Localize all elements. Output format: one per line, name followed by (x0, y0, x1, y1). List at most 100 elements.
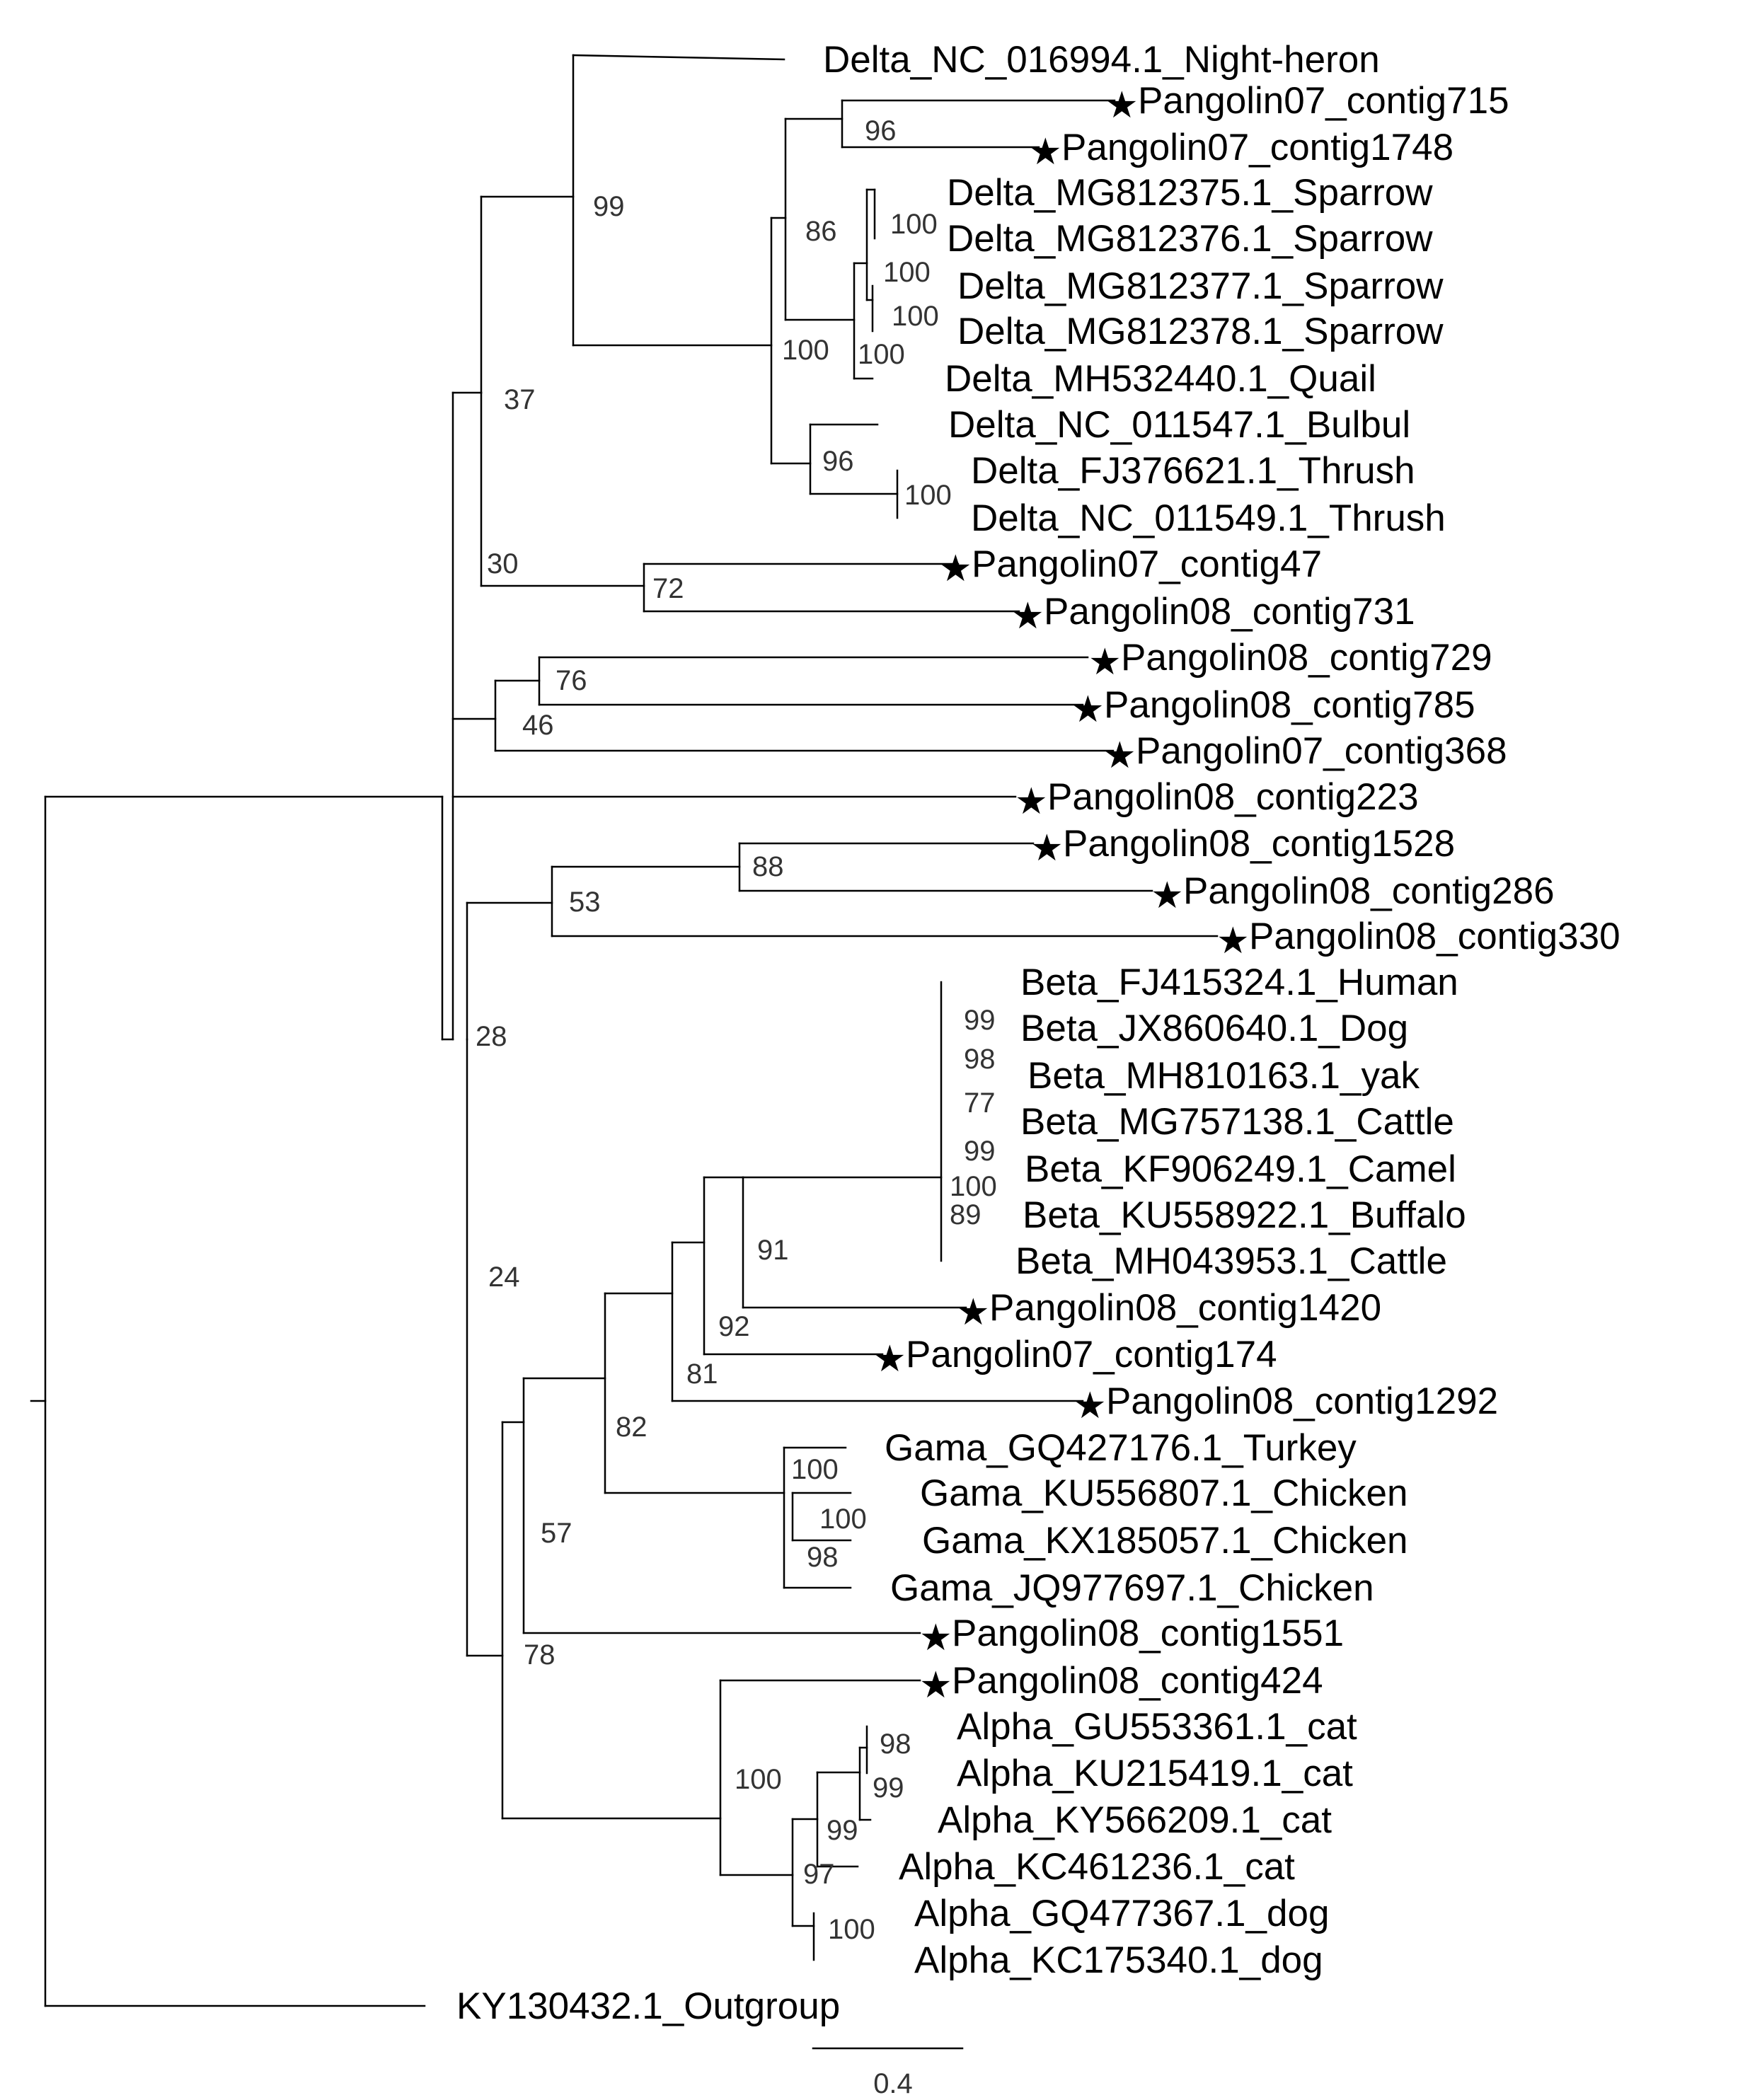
leaf-beta-buffalo: Beta_KU558922.1_Buffalo (1023, 1194, 1466, 1236)
star-icon: ★ (1105, 84, 1139, 127)
support-value: 98 (807, 1542, 839, 1573)
leaf-sparrow376: Delta_MG812376.1_Sparrow (947, 218, 1433, 260)
leaf-label: Pangolin08_contig1528 (1063, 823, 1455, 865)
leaf-bulbul: Delta_NC_011547.1_Bulbul (948, 404, 1410, 446)
leaf-label: Alpha_KC461236.1_cat (899, 1846, 1295, 1888)
support-value: 100 (904, 480, 952, 511)
leaf-label: Delta_NC_011547.1_Bulbul (948, 404, 1410, 446)
leaf-label: Beta_MH043953.1_Cattle (1015, 1240, 1447, 1282)
leaf-gama-jq: Gama_JQ977697.1_Chicken (890, 1567, 1374, 1609)
leaf-alpha-gq: Alpha_GQ477367.1_dog (914, 1893, 1329, 1934)
support-value: 99 (827, 1815, 858, 1846)
leaf-beta-human: Beta_FJ415324.1_Human (1020, 962, 1458, 1003)
support-value: 100 (791, 1454, 839, 1485)
leaf-label: Pangolin08_contig424 (952, 1660, 1323, 1702)
leaf-label: Delta_MG812377.1_Sparrow (957, 265, 1444, 307)
support-value: 96 (865, 115, 897, 146)
leaf-label: Alpha_KC175340.1_dog (914, 1939, 1323, 1981)
leaf-label: Pangolin08_contig1292 (1106, 1380, 1498, 1422)
leaf-label: Alpha_GU553361.1_cat (957, 1706, 1357, 1748)
support-value: 100 (890, 209, 938, 240)
leaf-alpha-ku: Alpha_KU215419.1_cat (957, 1753, 1353, 1794)
leaf-sparrow377: Delta_MG812377.1_Sparrow (957, 265, 1444, 307)
leaf-label: Pangolin07_contig368 (1136, 730, 1507, 772)
leaf-label: Pangolin08_contig731 (1044, 591, 1415, 633)
leaf-label: Beta_FJ415324.1_Human (1020, 962, 1458, 1003)
support-value: 82 (616, 1412, 647, 1443)
support-value: 91 (757, 1235, 789, 1266)
support-value: 78 (524, 1639, 555, 1671)
leaf-p08-729: ★Pangolin08_contig729 (1088, 637, 1492, 683)
support-value: 88 (752, 851, 784, 882)
support-value: 100 (892, 301, 939, 332)
leaf-label: Beta_MH810163.1_yak (1027, 1055, 1420, 1097)
leaf-label: Delta_FJ376621.1_Thrush (971, 450, 1415, 492)
leaf-p07-47: ★Pangolin07_contig47 (939, 543, 1322, 590)
star-icon: ★ (1216, 920, 1250, 962)
leaf-beta-cattle1: Beta_MG757138.1_Cattle (1020, 1101, 1454, 1143)
leaf-beta-dog: Beta_JX860640.1_Dog (1020, 1008, 1408, 1049)
support-value: 81 (686, 1358, 718, 1390)
leaf-label: Pangolin08_contig223 (1047, 776, 1419, 818)
leaf-alpha-kc: Alpha_KC461236.1_cat (899, 1846, 1295, 1888)
leaf-label: Delta_MG812378.1_Sparrow (957, 311, 1444, 352)
leaf-p07-368: ★Pangolin07_contig368 (1103, 730, 1507, 777)
star-icon: ★ (919, 1664, 952, 1707)
leaf-night-heron: Delta_NC_016994.1_Night-heron (823, 39, 1380, 81)
support-value: 97 (803, 1859, 835, 1890)
support-value: 100 (735, 1764, 782, 1795)
scale-bar-label: 0.4 (873, 2068, 913, 2099)
leaf-label: Beta_MG757138.1_Cattle (1020, 1101, 1454, 1143)
leaf-p07-715: ★Pangolin07_contig715 (1105, 80, 1509, 127)
branch-segment (572, 54, 785, 61)
star-icon: ★ (1151, 875, 1184, 917)
leaf-p08-785: ★Pangolin08_contig785 (1071, 684, 1475, 731)
support-value: 100 (950, 1171, 997, 1202)
support-value: 99 (873, 1772, 904, 1804)
star-icon: ★ (1088, 641, 1122, 683)
star-icon: ★ (957, 1291, 990, 1334)
support-value: 30 (487, 548, 519, 579)
leaf-label: Pangolin07_contig47 (972, 543, 1322, 585)
support-value: 86 (805, 216, 837, 247)
leaf-gama-kx: Gama_KX185057.1_Chicken (922, 1520, 1408, 1562)
leaf-label: Gama_GQ427176.1_Turkey (885, 1427, 1357, 1469)
support-value: 100 (782, 335, 829, 366)
support-value: 24 (488, 1262, 520, 1293)
support-value: 57 (541, 1518, 572, 1549)
support-value: 99 (964, 1136, 996, 1167)
star-icon: ★ (1029, 131, 1062, 173)
leaf-label: Alpha_KY566209.1_cat (938, 1799, 1332, 1841)
leaf-label: Delta_MH532440.1_Quail (945, 358, 1376, 400)
support-value: 99 (593, 191, 625, 222)
leaf-label: Beta_KF906249.1_Camel (1025, 1148, 1456, 1190)
leaf-label: Pangolin08_contig785 (1104, 684, 1475, 726)
support-value: 98 (964, 1044, 996, 1075)
leaf-label: Delta_MG812376.1_Sparrow (947, 218, 1433, 260)
leaf-p07-174: ★Pangolin07_contig174 (873, 1334, 1277, 1380)
leaf-label: Pangolin07_contig1748 (1061, 127, 1453, 168)
leaf-label: Alpha_KU215419.1_cat (957, 1753, 1353, 1794)
leaf-label: Gama_JQ977697.1_Chicken (890, 1567, 1374, 1609)
leaf-label: Pangolin08_contig1551 (952, 1612, 1344, 1654)
leaf-p08-223: ★Pangolin08_contig223 (1015, 776, 1419, 823)
leaf-p08-1292: ★Pangolin08_contig1292 (1073, 1380, 1498, 1427)
leaf-gama-turkey: Gama_GQ427176.1_Turkey (885, 1427, 1357, 1469)
leaf-label: Pangolin07_contig715 (1138, 80, 1509, 122)
support-value: 77 (964, 1088, 996, 1119)
leaf-label: Pangolin08_contig1420 (989, 1287, 1381, 1329)
support-value: 53 (569, 887, 601, 918)
leaf-label: KY130432.1_Outgroup (456, 1985, 840, 2027)
support-value: 72 (652, 573, 684, 604)
leaf-label: Gama_KX185057.1_Chicken (922, 1520, 1408, 1562)
leaf-p08-1528: ★Pangolin08_contig1528 (1030, 823, 1455, 870)
leaf-gama-ku: Gama_KU556807.1_Chicken (920, 1472, 1408, 1514)
leaf-sparrow378: Delta_MG812378.1_Sparrow (957, 311, 1444, 352)
star-icon: ★ (1103, 734, 1136, 777)
leaf-alpha-ky: Alpha_KY566209.1_cat (938, 1799, 1332, 1841)
leaf-label: Delta_NC_016994.1_Night-heron (823, 39, 1380, 81)
leaf-beta-yak: Beta_MH810163.1_yak (1027, 1055, 1420, 1097)
support-value: 28 (476, 1021, 507, 1052)
